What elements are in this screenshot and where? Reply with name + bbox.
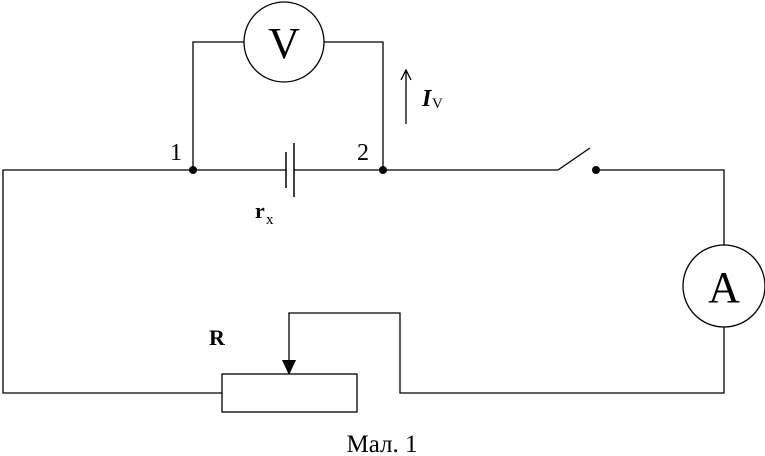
voltmeter-symbol: V [268,19,300,68]
rheostat-slider-arrow [282,360,296,375]
wire-left-loop [2,169,222,394]
node-1-label: 1 [170,140,182,166]
node-2-label: 2 [357,140,369,166]
rheostat-label: R [209,325,226,350]
wire-ammeter-slider [288,312,725,394]
wire-switch-ammeter [596,169,725,245]
wire-voltmeter-left [192,41,244,170]
battery-label: r [255,198,265,223]
current-label: I [421,86,433,112]
switch-blade [557,147,591,171]
figure-caption: Мал. 1 [346,431,417,456]
current-arrow-head [400,68,412,81]
wire-voltmeter-right [324,41,384,170]
node-2 [379,166,387,174]
rheostat [221,373,358,413]
node-1 [189,166,197,174]
ammeter-symbol: A [708,263,740,312]
current-subscript: V [432,96,443,112]
switch-contact [592,166,600,174]
voltmeter [243,1,325,83]
battery-subscript: x [266,212,274,228]
